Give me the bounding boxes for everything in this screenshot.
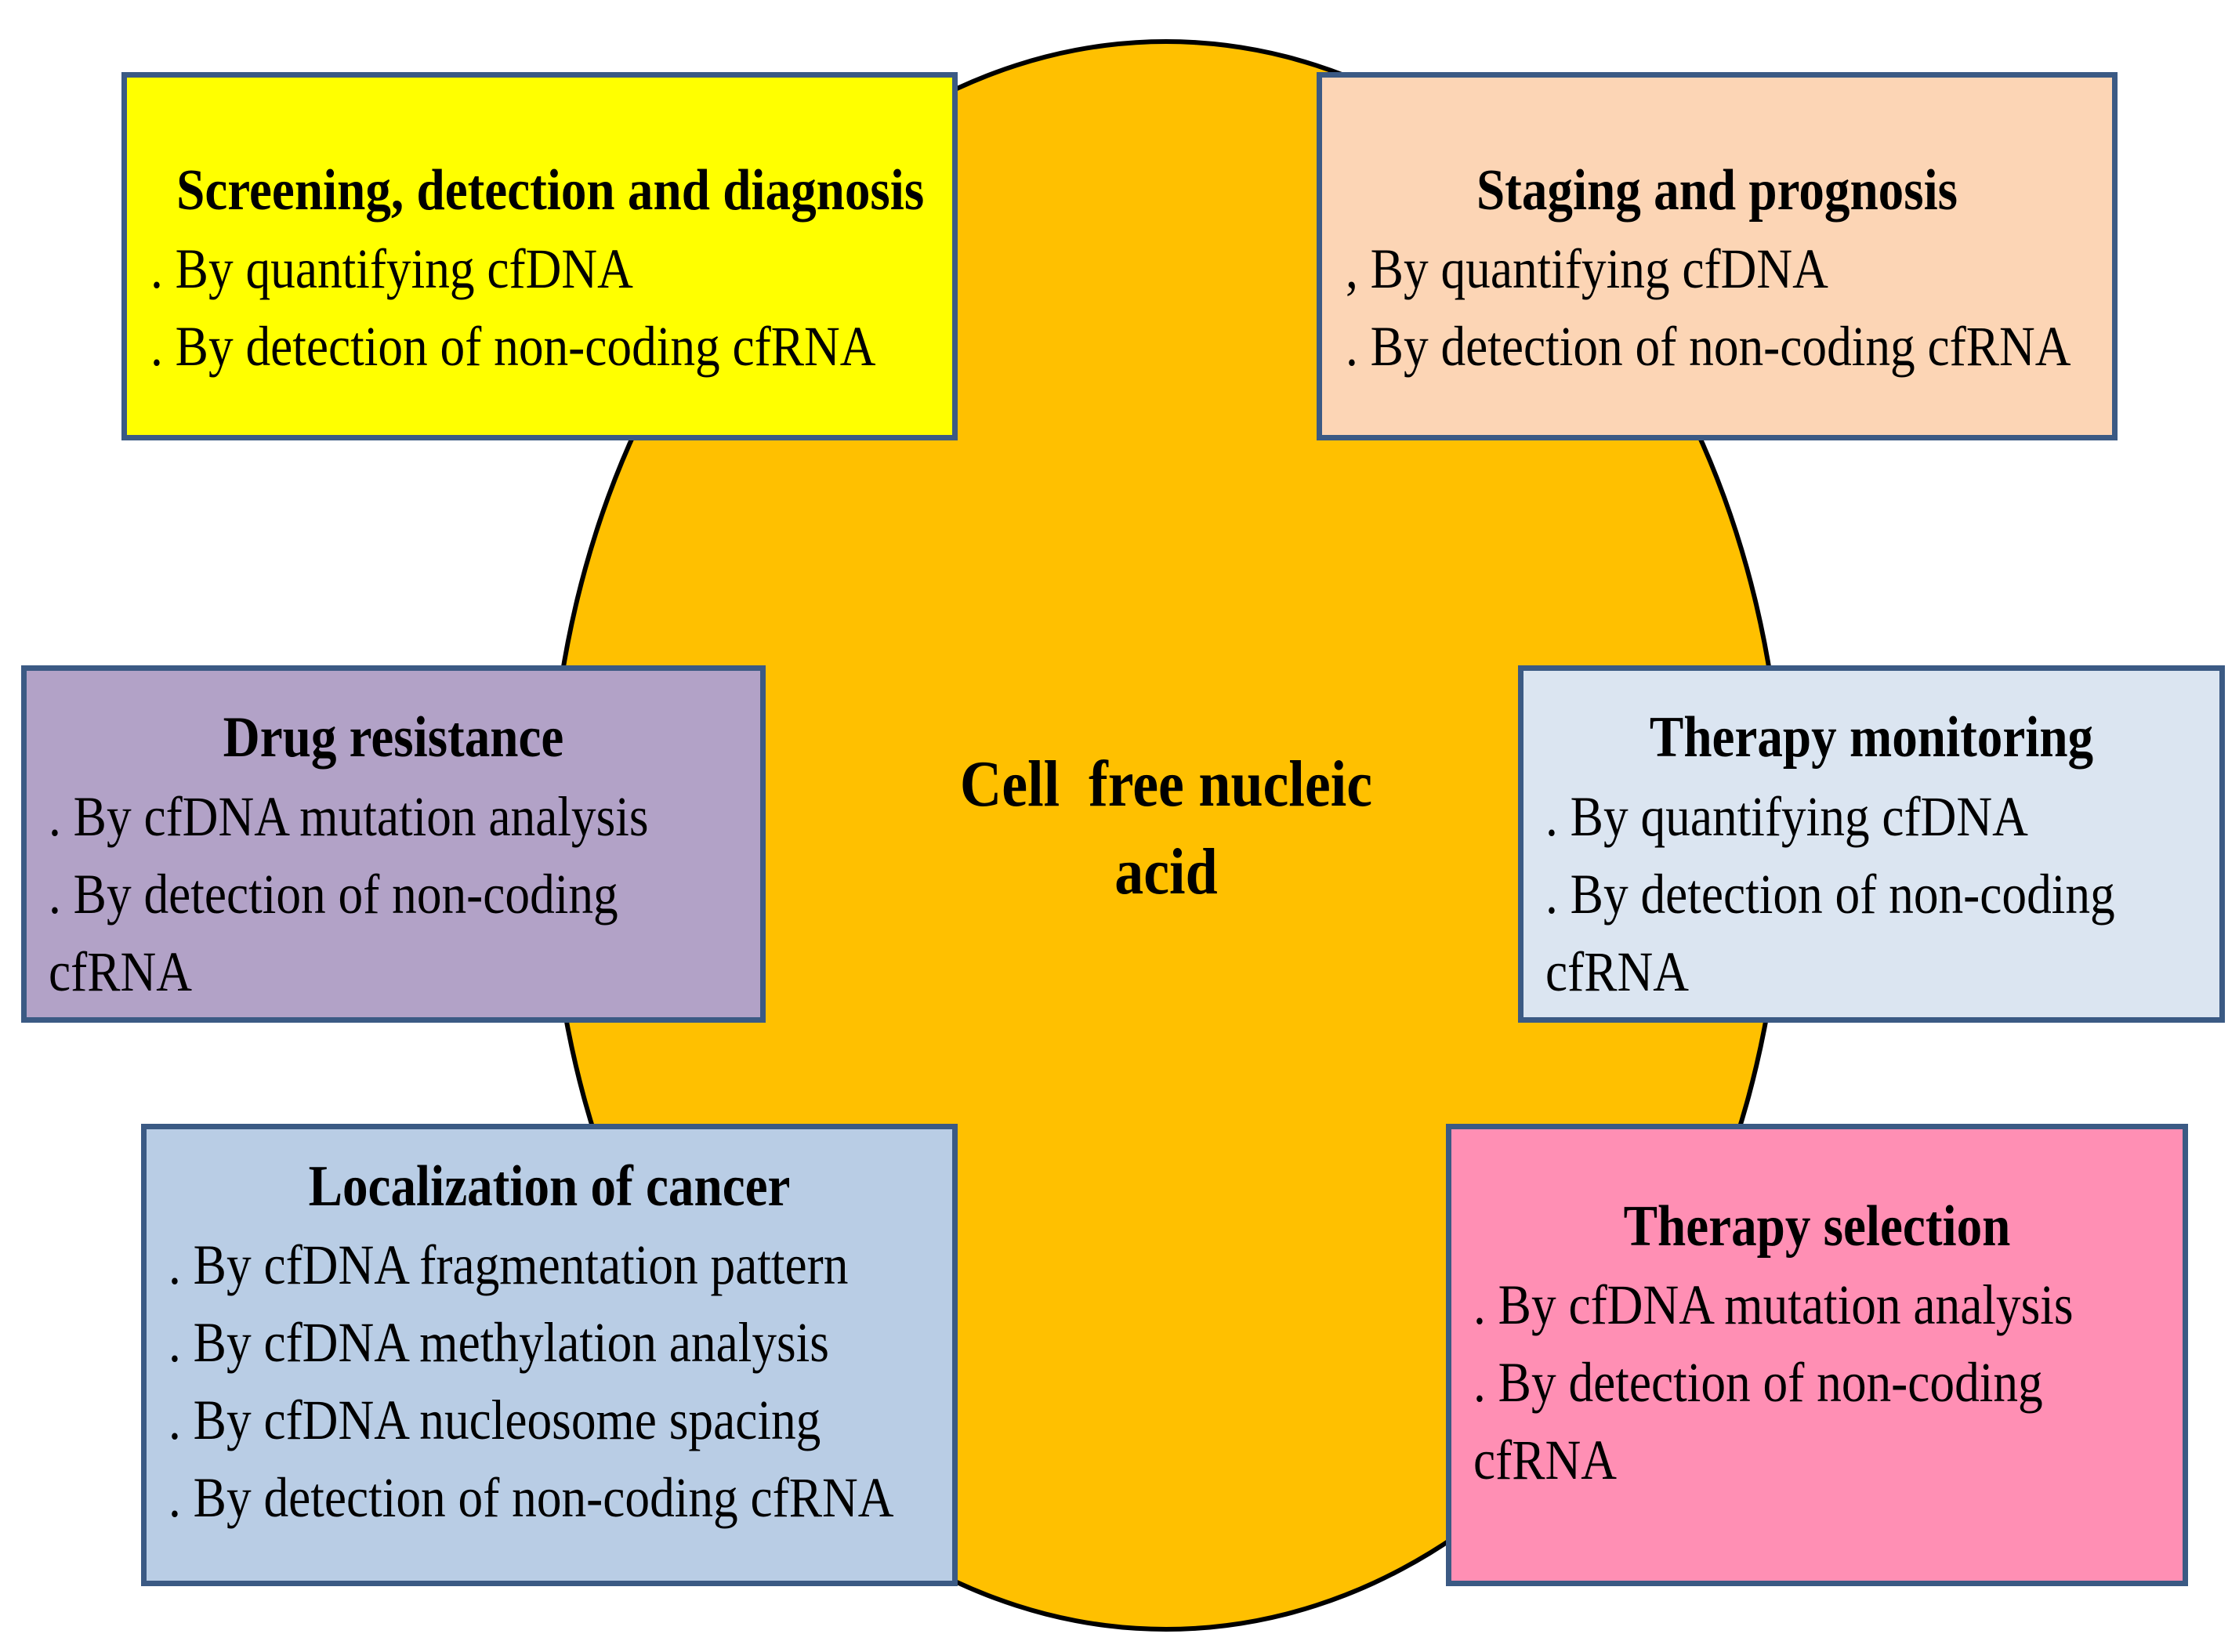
staging-item-2: . By detection of non-coding cfRNA bbox=[1346, 315, 2071, 378]
drug-resistance-item-3: cfRNA bbox=[49, 940, 192, 1003]
therapy-monitoring-item-1: . By quantifying cfDNA bbox=[1545, 785, 2028, 848]
localization-box: Localization of cancer . By cfDNA fragme… bbox=[141, 1124, 958, 1586]
therapy-monitoring-item-2: . By detection of non-coding bbox=[1545, 863, 2115, 926]
staging-title: Staging and prognosis bbox=[1476, 158, 1958, 223]
therapy-selection-item-2: . By detection of non-coding bbox=[1473, 1351, 2043, 1414]
screening-item-2: . By detection of non-coding cfRNA bbox=[150, 315, 876, 378]
screening-title: Screening, detection and diagnosis bbox=[176, 158, 925, 223]
localization-item-3: . By cfDNA nucleosome spacing bbox=[168, 1389, 821, 1451]
localization-item-4: . By detection of non-coding cfRNA bbox=[168, 1466, 894, 1529]
staging-box: Staging and prognosis , By quantifying c… bbox=[1317, 72, 2118, 440]
drug-resistance-title: Drug resistance bbox=[223, 705, 564, 770]
screening-item-1: . By quantifying cfDNA bbox=[150, 237, 633, 300]
drug-resistance-item-1: . By cfDNA mutation analysis bbox=[49, 785, 649, 848]
staging-item-1: , By quantifying cfDNA bbox=[1346, 237, 1828, 300]
therapy-selection-item-1: . By cfDNA mutation analysis bbox=[1473, 1273, 2074, 1336]
therapy-monitoring-box: Therapy monitoring . By quantifying cfDN… bbox=[1518, 665, 2225, 1023]
center-label-line-1: Cell free nucleic bbox=[959, 748, 1373, 821]
center-label-line-2: acid bbox=[1114, 835, 1218, 908]
drug-resistance-item-2: . By detection of non-coding bbox=[49, 863, 618, 926]
screening-box: Screening, detection and diagnosis . By … bbox=[121, 72, 958, 440]
localization-item-2: . By cfDNA methylation analysis bbox=[168, 1311, 829, 1374]
localization-title: Localization of cancer bbox=[308, 1154, 791, 1219]
therapy-monitoring-item-3: cfRNA bbox=[1545, 940, 1689, 1003]
therapy-selection-title: Therapy selection bbox=[1623, 1194, 2011, 1259]
localization-item-1: . By cfDNA fragmentation pattern bbox=[168, 1234, 849, 1296]
drug-resistance-box: Drug resistance . By cfDNA mutation anal… bbox=[21, 665, 766, 1023]
therapy-selection-box: Therapy selection . By cfDNA mutation an… bbox=[1446, 1124, 2188, 1586]
center-label: Cell free nucleic acid bbox=[890, 741, 1442, 916]
therapy-selection-item-3: cfRNA bbox=[1473, 1429, 1617, 1491]
therapy-monitoring-title: Therapy monitoring bbox=[1649, 705, 2094, 770]
